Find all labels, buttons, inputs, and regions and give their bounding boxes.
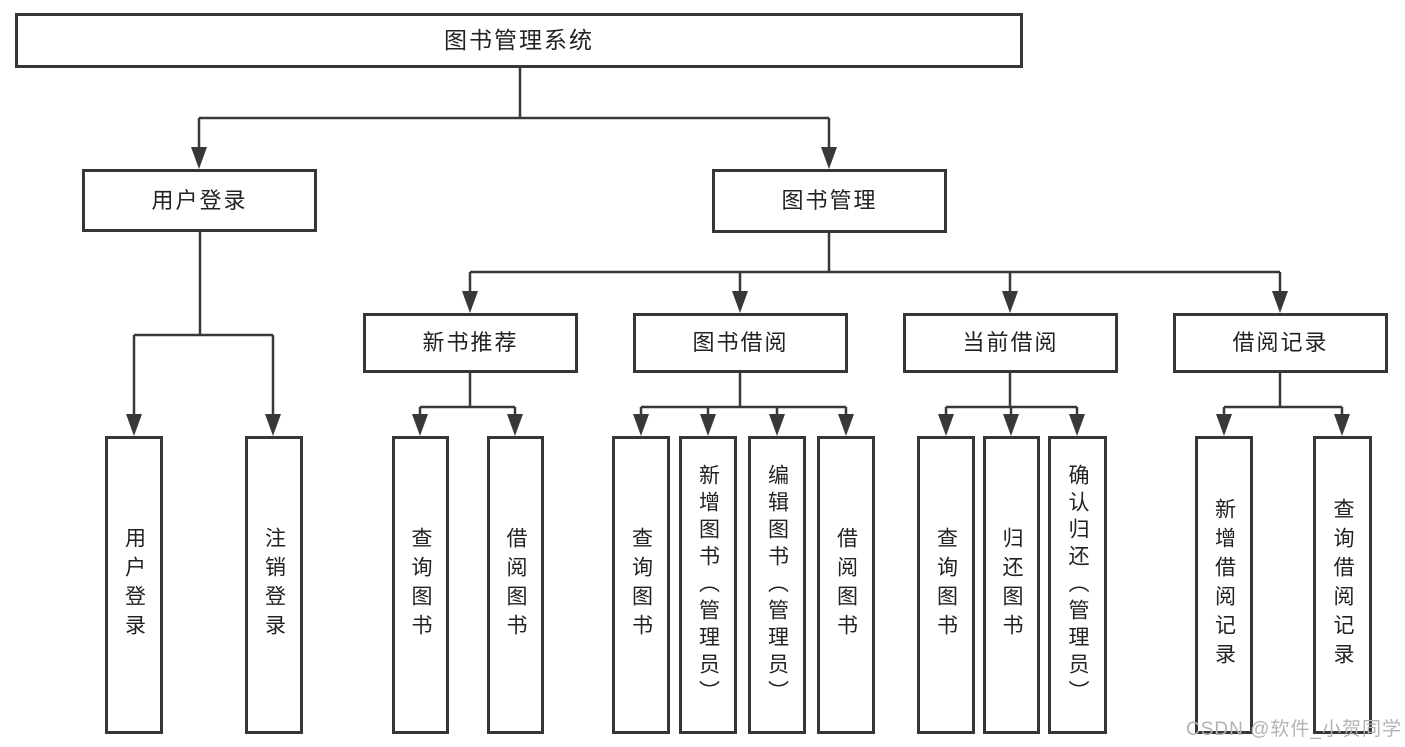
leaf-confirm-return-admin: 确认归还（管理员） (1048, 436, 1107, 734)
connector-paths (132, 68, 1344, 420)
watermark: CSDN @软件_小贺同学 (1186, 719, 1402, 740)
leaf-add-borrow-record: 新增借阅记录 (1195, 436, 1253, 734)
node-current-borrow: 当前借阅 (903, 313, 1118, 373)
leaf-borrow-books: 借阅图书 (817, 436, 875, 734)
node-borrow-records: 借阅记录 (1173, 313, 1388, 373)
leaf-return-books: 归还图书 (983, 436, 1040, 734)
node-library-management-system: 图书管理系统 (15, 13, 1023, 68)
leaf-query-books-borrow: 查询图书 (612, 436, 670, 734)
arrowhead-icons (126, 147, 1350, 436)
leaf-add-books-admin: 新增图书（管理员） (679, 436, 737, 734)
leaf-logout: 注销登录 (245, 436, 303, 734)
leaf-query-books-recommend: 查询图书 (392, 436, 449, 734)
leaf-query-borrow-record: 查询借阅记录 (1313, 436, 1372, 734)
node-user-login: 用户登录 (82, 169, 317, 232)
leaf-edit-books-admin: 编辑图书（管理员） (748, 436, 806, 734)
leaf-borrow-books-recommend: 借阅图书 (487, 436, 544, 734)
node-book-management: 图书管理 (712, 169, 947, 233)
leaf-user-login: 用户登录 (105, 436, 163, 734)
node-book-borrow: 图书借阅 (633, 313, 848, 373)
leaf-query-books-current: 查询图书 (917, 436, 975, 734)
node-new-book-recommend: 新书推荐 (363, 313, 578, 373)
